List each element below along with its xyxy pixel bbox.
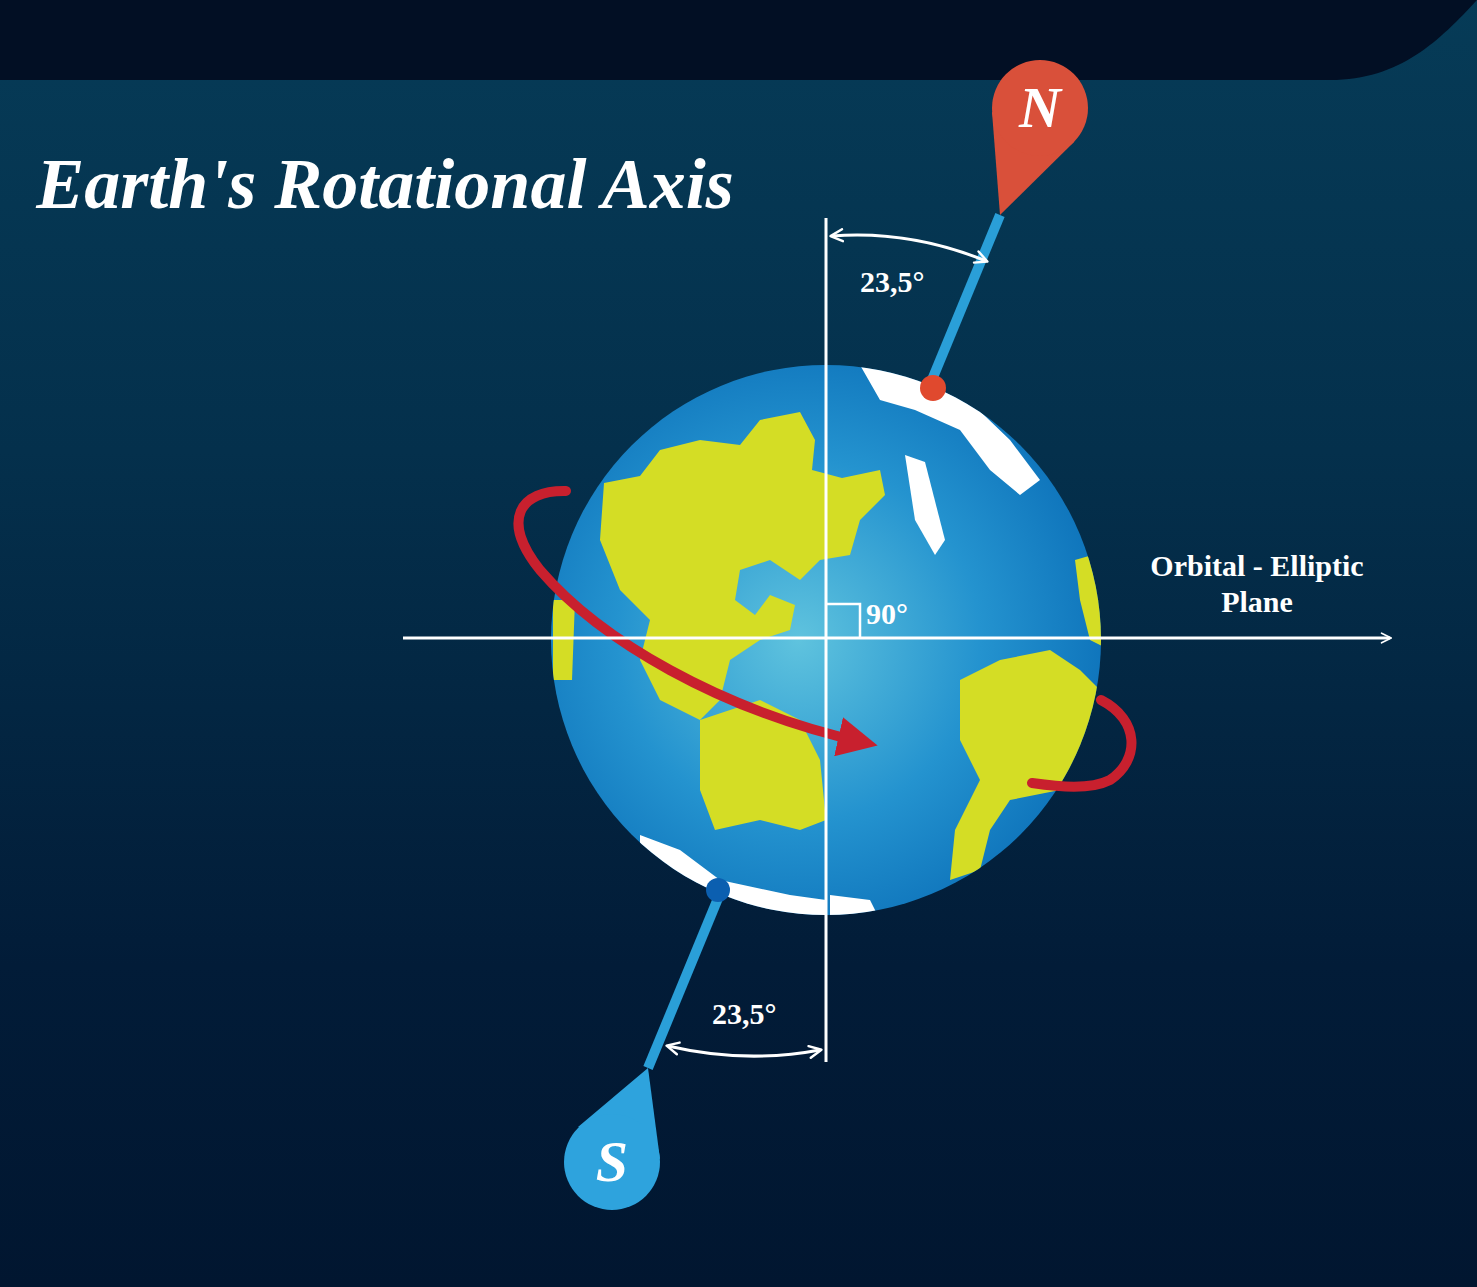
diagram-title: Earth's Rotational Axis: [30, 128, 740, 240]
angle-label: 23,5°: [712, 996, 822, 1032]
angle-label: 23,5°: [860, 264, 970, 300]
pin-letter: S: [572, 1133, 652, 1191]
north-pin: N: [985, 55, 1100, 220]
angle-label: 90°: [866, 596, 946, 632]
south-pin: S: [552, 1060, 672, 1220]
pin-letter: N: [1000, 79, 1080, 137]
plane-label: Orbital - Elliptic Plane: [1112, 548, 1402, 620]
